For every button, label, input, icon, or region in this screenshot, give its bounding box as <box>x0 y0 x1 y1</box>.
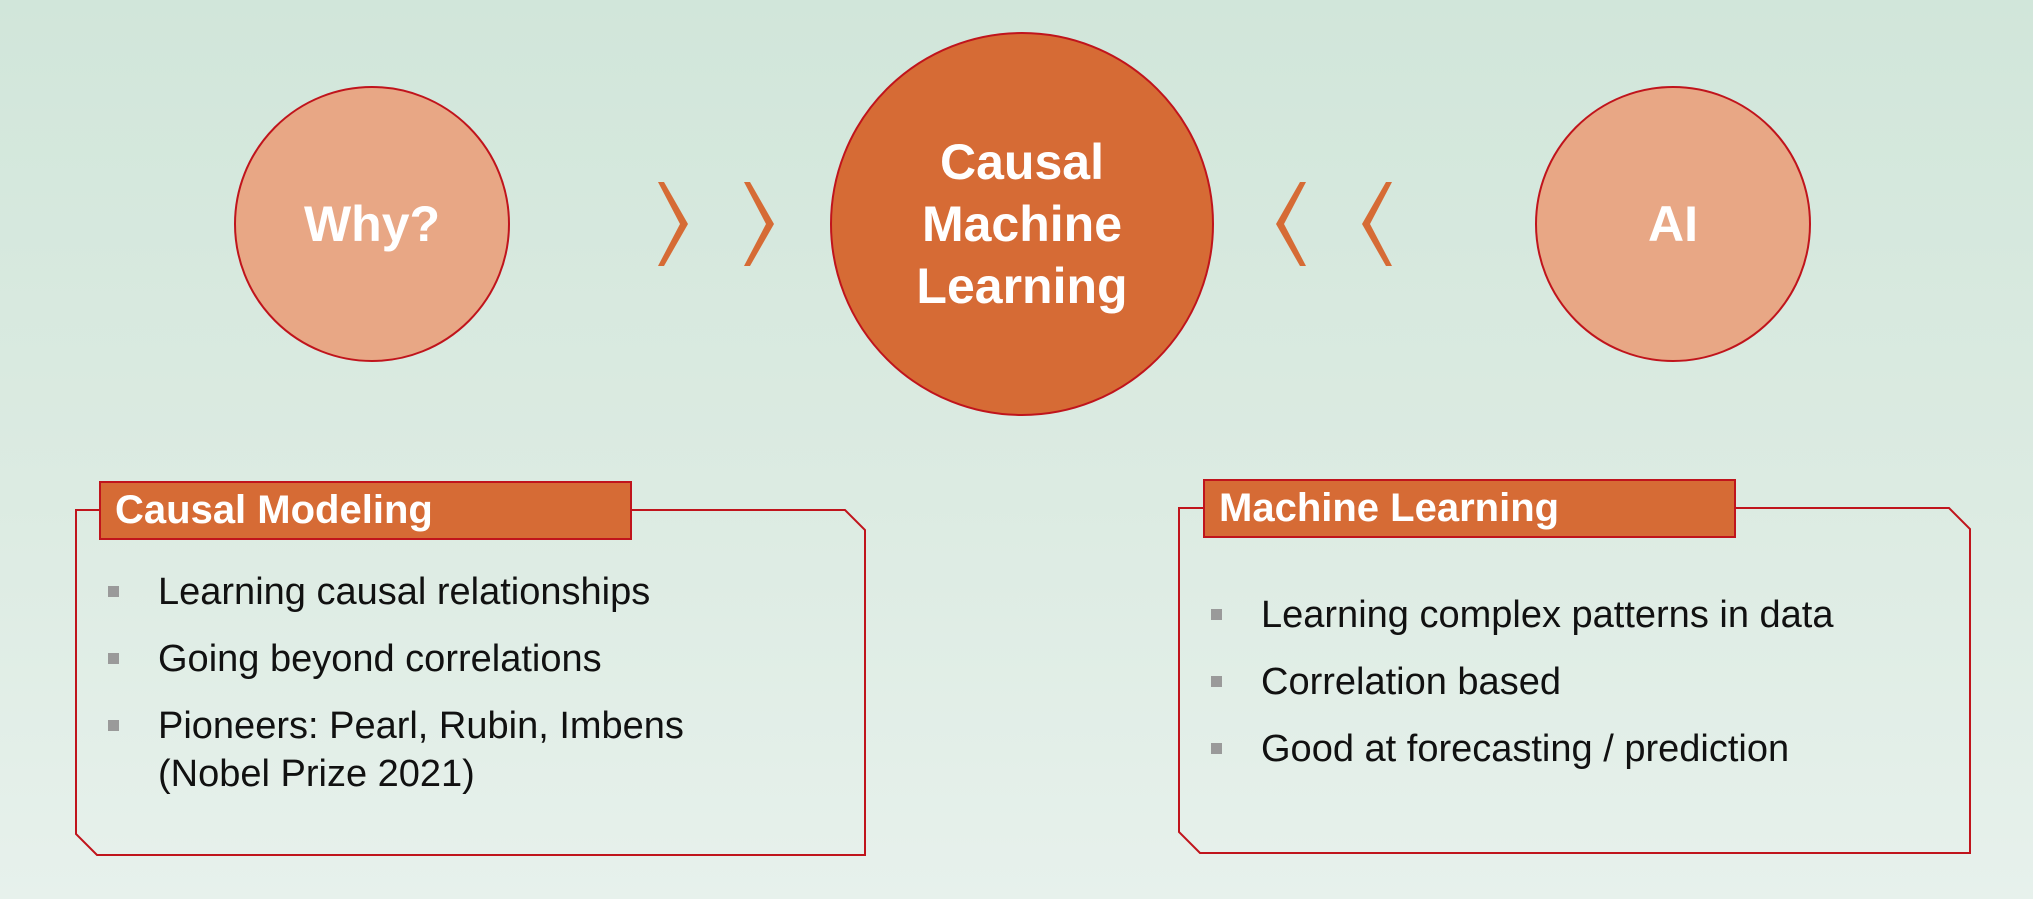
why-circle: Why? <box>234 86 510 362</box>
center-label-line-2: Machine <box>921 196 1123 252</box>
causal-modeling-bullets: Learning causal relationships Going beyo… <box>108 568 848 817</box>
center-label: Causal Machine Learning <box>916 131 1127 317</box>
bullet-square-icon <box>1211 743 1222 754</box>
ai-label: AI <box>1648 196 1698 252</box>
chevron-right-icon <box>658 182 688 266</box>
center-label-line-3: Learning <box>916 258 1128 314</box>
causal-machine-learning-circle: Causal Machine Learning <box>830 32 1214 416</box>
list-item: Good at forecasting / prediction <box>1211 725 1951 773</box>
causal-modeling-header: Causal Modeling <box>99 481 632 540</box>
chevron-left-icon <box>1362 182 1392 266</box>
bullet-square-icon <box>1211 609 1222 620</box>
list-item: Learning complex patterns in data <box>1211 591 1951 639</box>
center-label-line-1: Causal <box>940 134 1104 190</box>
why-label: Why? <box>303 196 441 252</box>
chevron-right-icon <box>744 182 774 266</box>
machine-learning-bullets: Learning complex patterns in data Correl… <box>1211 591 1951 792</box>
bullet-square-icon <box>108 653 119 664</box>
list-item: Correlation based <box>1211 658 1951 706</box>
list-item: Pioneers: Pearl, Rubin, Imbens (Nobel Pr… <box>108 702 798 798</box>
ai-circle: AI <box>1535 86 1811 362</box>
bullet-square-icon <box>108 720 119 731</box>
machine-learning-header: Machine Learning <box>1203 479 1736 538</box>
list-item: Going beyond correlations <box>108 635 848 683</box>
bullet-square-icon <box>1211 676 1222 687</box>
chevron-left-icon <box>1276 182 1306 266</box>
list-item: Learning causal relationships <box>108 568 848 616</box>
bullet-square-icon <box>108 586 119 597</box>
